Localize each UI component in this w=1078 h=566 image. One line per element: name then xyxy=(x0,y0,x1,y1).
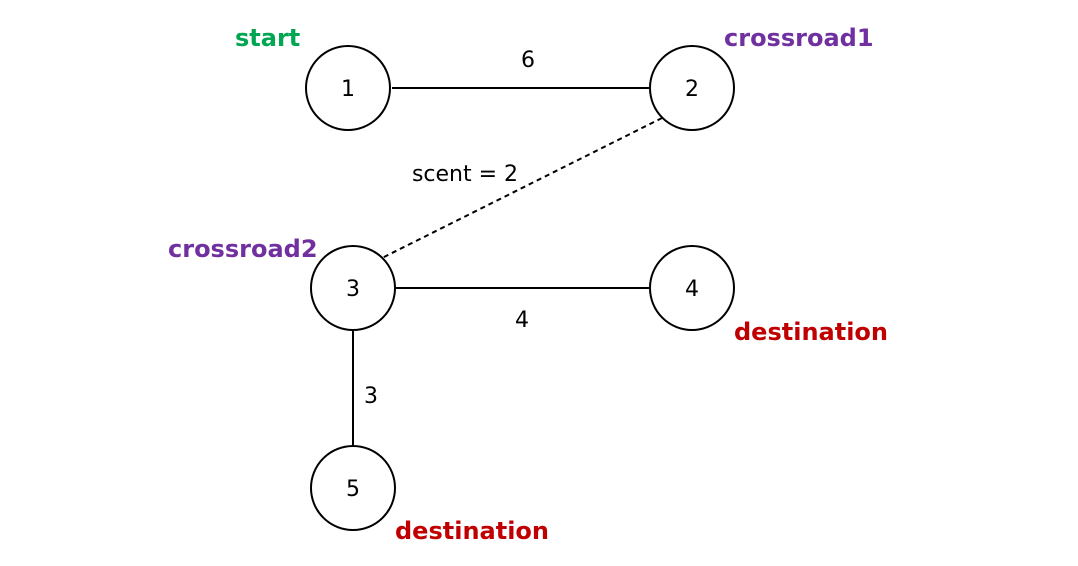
role-label-crossroad2: crossroad2 xyxy=(168,235,318,263)
edge-label-2-3: scent = 2 xyxy=(412,162,518,187)
node-1: 1 xyxy=(305,45,391,131)
node-2-label: 2 xyxy=(685,77,699,102)
node-2: 2 xyxy=(649,45,735,131)
edge-label-3-5: 3 xyxy=(364,384,378,409)
node-1-label: 1 xyxy=(341,77,355,102)
node-3: 3 xyxy=(310,245,396,331)
role-label-destination-4: destination xyxy=(734,318,888,346)
role-label-destination-5: destination xyxy=(395,517,549,545)
node-4: 4 xyxy=(649,245,735,331)
edge-2-3 xyxy=(381,117,663,259)
role-label-crossroad1: crossroad1 xyxy=(724,24,874,52)
node-3-label: 3 xyxy=(346,277,360,302)
role-label-start: start xyxy=(235,24,300,52)
node-5: 5 xyxy=(310,445,396,531)
edge-label-1-2: 6 xyxy=(521,48,535,73)
edge-label-3-4: 4 xyxy=(515,308,529,333)
node-5-label: 5 xyxy=(346,477,360,502)
node-4-label: 4 xyxy=(685,277,699,302)
